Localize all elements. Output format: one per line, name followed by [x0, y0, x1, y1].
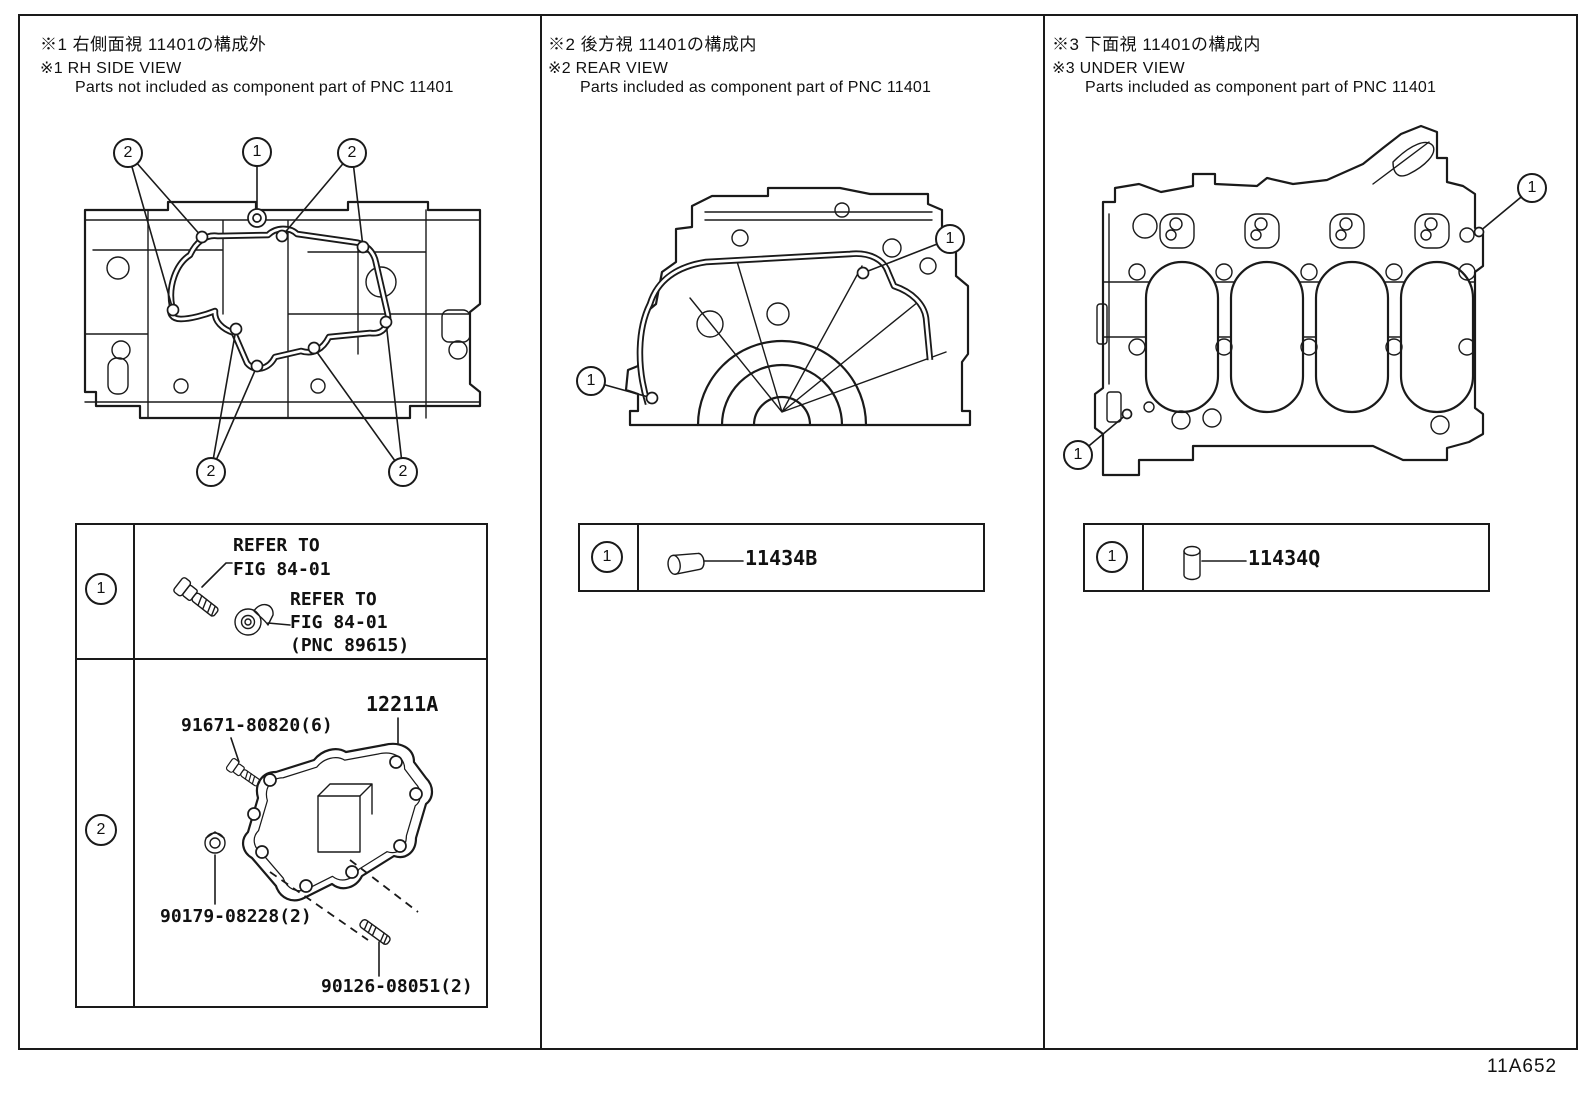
panel3-subtitle: Parts included as component part of PNC …	[1085, 79, 1437, 96]
panel1-legend-ref-2[interactable]: 2	[85, 814, 117, 846]
panel3-legend-table	[1083, 523, 1490, 592]
panel2-subtitle: Parts included as component part of PNC …	[580, 79, 932, 96]
panel2-callout-1b[interactable]: 1	[576, 366, 606, 396]
panel2-title-en: ※2 REAR VIEW	[548, 60, 669, 77]
part-number-90179-08228[interactable]: 90179-08228(2)	[160, 906, 312, 927]
part-number-90126-08051[interactable]: 90126-08051(2)	[321, 976, 473, 997]
panel1-callout-1[interactable]: 1	[242, 137, 272, 167]
stud-bolt-icon	[359, 919, 391, 945]
panel3-callout-1a[interactable]: 1	[1517, 173, 1547, 203]
legend-column-divider	[1142, 525, 1144, 590]
part-number-11434B[interactable]: 11434B	[745, 546, 818, 570]
panel2-legend-table	[578, 523, 985, 592]
stiffening-plate-drawing	[242, 742, 434, 902]
diagram-frame	[18, 14, 1578, 1050]
panel2-callout-1a[interactable]: 1	[935, 224, 965, 254]
under-view-drawing	[1077, 124, 1533, 581]
panel1-title-en: ※1 RH SIDE VIEW	[40, 60, 182, 77]
panel3-title-ja: ※3 下面視 11401の構成内	[1052, 35, 1261, 54]
refer-to-fig-84-01-b[interactable]: REFER TO FIG 84-01 (PNC 89615)	[290, 589, 410, 656]
refer-to-fig-84-01-a[interactable]: REFER TO FIG 84-01	[233, 535, 331, 580]
rear-view-drawing	[590, 186, 972, 575]
panel1-callout-2a[interactable]: 2	[113, 138, 143, 168]
panel1-legend-table	[75, 523, 488, 1008]
panel1-legend-ref-1[interactable]: 1	[85, 573, 117, 605]
part-number-11434Q[interactable]: 11434Q	[1248, 546, 1321, 570]
panel2-title-ja: ※2 後方視 11401の構成内	[548, 35, 757, 54]
panel1-callout-2b[interactable]: 2	[337, 138, 367, 168]
panel-divider-1	[540, 14, 542, 1050]
panel2-legend-ref-1[interactable]: 1	[591, 541, 623, 573]
panel1-title-ja: ※1 右側面視 11401の構成外	[40, 35, 267, 54]
flange-bolt-icon	[173, 577, 219, 617]
rh-side-view-drawing	[83, 151, 482, 977]
part-number-12211A[interactable]: 12211A	[366, 692, 439, 716]
part-number-91671-80820[interactable]: 91671-80820(6)	[181, 715, 333, 736]
legend-column-divider	[637, 525, 639, 590]
dowel-pin-icon	[1183, 545, 1201, 581]
panel1-subtitle: Parts not included as component part of …	[75, 79, 454, 96]
panel3-callout-1b[interactable]: 1	[1063, 440, 1093, 470]
panel1-callout-2c[interactable]: 2	[196, 457, 226, 487]
panel1-callout-2d[interactable]: 2	[388, 457, 418, 487]
figure-code: 11A652	[1487, 1056, 1558, 1077]
plug-nut-icon	[204, 831, 226, 854]
panel-divider-2	[1043, 14, 1045, 1050]
legend-column-divider	[133, 525, 135, 1006]
panel3-title-en: ※3 UNDER VIEW	[1052, 60, 1185, 77]
knock-sensor-icon	[234, 604, 274, 636]
panel3-legend-ref-1[interactable]: 1	[1096, 541, 1128, 573]
legend-row-divider	[77, 658, 486, 660]
